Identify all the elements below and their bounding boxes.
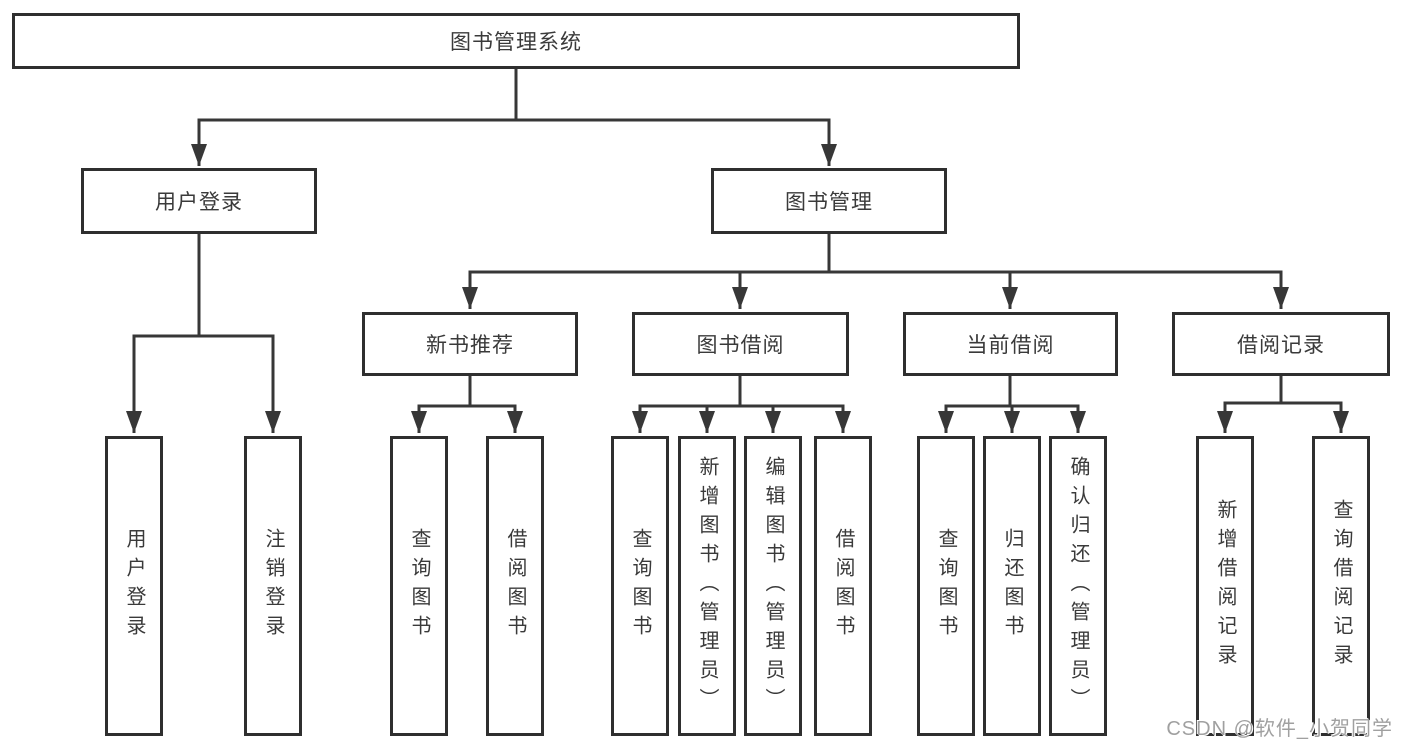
node-user-login-label: 用户登录: [155, 191, 243, 214]
node-current-borrow-label: 当前借阅: [966, 334, 1055, 357]
node-user-login: 用户登录: [81, 168, 317, 234]
node-book-borrow-label: 图书借阅: [696, 334, 785, 357]
leaf-add-book-admin-label: 新增图书（管理员）: [696, 455, 718, 717]
leaf-confirm-return-admin: 确认归还（管理员）: [1049, 436, 1107, 736]
leaf-borrow-book-1: 借阅图书: [486, 436, 544, 736]
leaf-query-borrow-record-label: 查询借阅记录: [1330, 499, 1352, 673]
node-new-book-recommend: 新书推荐: [362, 312, 578, 376]
node-book-management-label: 图书管理: [785, 191, 873, 214]
node-book-management: 图书管理: [711, 168, 947, 234]
leaf-edit-book-admin: 编辑图书（管理员）: [744, 436, 802, 736]
leaf-add-borrow-record: 新增借阅记录: [1196, 436, 1254, 736]
node-book-borrow: 图书借阅: [632, 312, 849, 376]
leaf-query-book-3-label: 查询图书: [935, 528, 957, 644]
leaf-borrow-book-2: 借阅图书: [814, 436, 872, 736]
leaf-edit-book-admin-label: 编辑图书（管理员）: [762, 455, 784, 717]
leaf-borrow-book-1-label: 借阅图书: [504, 528, 526, 644]
leaf-query-book-1-label: 查询图书: [408, 528, 430, 644]
leaf-user-login-label: 用户登录: [123, 528, 145, 644]
node-root-system: 图书管理系统: [12, 13, 1020, 69]
node-root-label: 图书管理系统: [450, 31, 582, 54]
leaf-confirm-return-admin-label: 确认归还（管理员）: [1067, 455, 1089, 717]
node-new-book-recommend-label: 新书推荐: [426, 334, 514, 357]
node-borrow-records-label: 借阅记录: [1237, 334, 1325, 357]
leaf-logout: 注销登录: [244, 436, 302, 736]
leaf-query-book-1: 查询图书: [390, 436, 448, 736]
node-borrow-records: 借阅记录: [1172, 312, 1390, 376]
leaf-query-book-2-label: 查询图书: [629, 528, 651, 644]
leaf-return-book: 归还图书: [983, 436, 1041, 736]
leaf-user-login: 用户登录: [105, 436, 163, 736]
leaf-query-borrow-record: 查询借阅记录: [1312, 436, 1370, 736]
node-current-borrow: 当前借阅: [903, 312, 1118, 376]
leaf-borrow-book-2-label: 借阅图书: [832, 528, 854, 644]
leaf-logout-label: 注销登录: [262, 528, 284, 644]
leaf-add-borrow-record-label: 新增借阅记录: [1214, 499, 1236, 673]
leaf-query-book-3: 查询图书: [917, 436, 975, 736]
leaf-query-book-2: 查询图书: [611, 436, 669, 736]
leaf-add-book-admin: 新增图书（管理员）: [678, 436, 736, 736]
leaf-return-book-label: 归还图书: [1001, 528, 1023, 644]
csdn-watermark: CSDN @软件_小贺同学: [1166, 718, 1393, 740]
